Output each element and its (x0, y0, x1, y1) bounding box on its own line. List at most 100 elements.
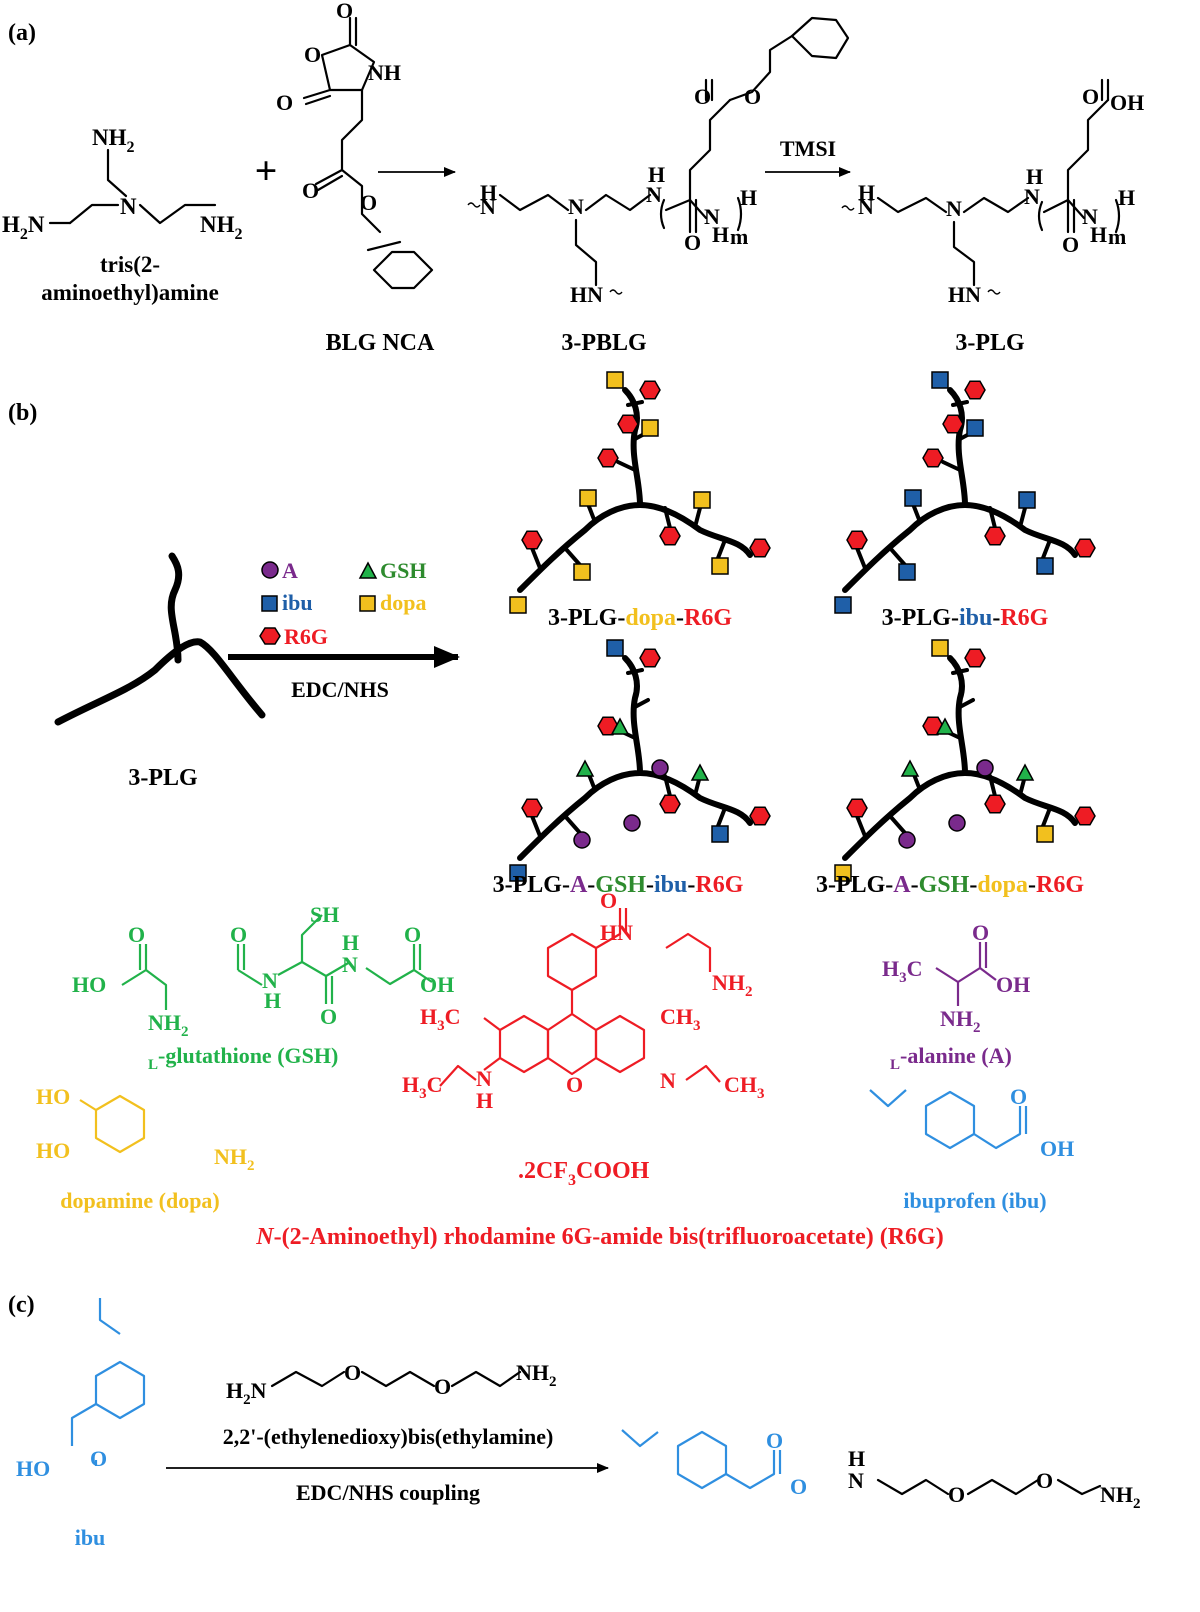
conjugate-stars (509, 371, 1096, 882)
tris-name-line1: tris(2- (100, 252, 160, 277)
svg-text:H3C: H3C (420, 1004, 461, 1034)
svg-text:H: H (648, 162, 665, 187)
plg-structure: H N N H N O N H H m O OH HN (841, 78, 1144, 307)
svg-text:NH2: NH2 (940, 1006, 981, 1036)
plus-sign: + (255, 148, 278, 193)
r6g-structure: O HN NH2 H3C CH3 O N H H3C N CH3 (402, 888, 765, 1113)
pblg-label: 3-PBLG (561, 330, 647, 356)
svg-text:N: N (120, 194, 137, 219)
blg-nca-structure: O O NH O O O (276, 0, 434, 290)
ibu-peg-product-structure: O O H N O O NH2 (621, 1428, 1141, 1512)
plg-label: 3-PLG (955, 330, 1025, 356)
svg-text:H: H (1090, 222, 1107, 247)
ibuprofen-structure: O OH (869, 1084, 1074, 1161)
svg-text:OH: OH (1110, 90, 1144, 115)
svg-text:N: N (848, 1468, 864, 1493)
svg-text:O: O (684, 230, 701, 255)
svg-text:dopa: dopa (380, 590, 426, 615)
diamine-name: 2,2'-(ethylenedioxy)bis(ethylamine) (223, 1424, 554, 1449)
svg-text:N: N (704, 204, 720, 229)
svg-text:O: O (230, 922, 247, 947)
svg-text:N: N (480, 194, 496, 219)
blg-nca-label: BLG NCA (326, 330, 435, 356)
panel-label-c: (c) (8, 1292, 35, 1318)
panel-label-a: (a) (8, 20, 36, 46)
dopa-marker-icon (359, 595, 376, 612)
alanine-structure: O H3C OH NH2 (882, 920, 1030, 1036)
svg-text:SH: SH (310, 902, 339, 927)
ibu-start-label: ibu (75, 1525, 106, 1550)
svg-text:NH2: NH2 (148, 1010, 189, 1040)
svg-text:OH: OH (996, 972, 1030, 997)
svg-text:O: O (434, 1374, 451, 1399)
ibu-start-structure: HO O (16, 1298, 146, 1481)
svg-text:HO: HO (16, 1456, 50, 1481)
alanine-marker-icon (261, 561, 279, 579)
svg-text:H3C: H3C (402, 1072, 443, 1102)
svg-text:H: H (848, 1446, 865, 1471)
svg-text:GSH: GSH (380, 558, 426, 583)
diamine-structure: H2N O O NH2 (226, 1360, 557, 1408)
alanine-name: L-alanine (A) (890, 1043, 1012, 1073)
svg-text:O: O (404, 922, 421, 947)
svg-text:O: O (744, 84, 761, 109)
marker-legend: A GSH ibu dopa R6G (259, 558, 426, 649)
svg-text:H: H (476, 1088, 493, 1113)
svg-text:HO: HO (72, 972, 106, 997)
r6g-salt-label: .2CF3COOH (518, 1158, 650, 1189)
svg-text:O: O (302, 178, 319, 203)
svg-text:H3C: H3C (882, 956, 923, 986)
svg-text:N: N (858, 194, 874, 219)
svg-text:A: A (282, 558, 298, 583)
svg-text:N: N (1024, 184, 1040, 209)
svg-text:O: O (276, 90, 293, 115)
svg-text:HN: HN (570, 282, 603, 307)
svg-text:O: O (320, 1004, 337, 1029)
svg-text:O: O (948, 1482, 965, 1507)
svg-text:OH: OH (420, 972, 454, 997)
svg-text:O: O (1036, 1468, 1053, 1493)
star-a-gsh-dopa-r6g (834, 639, 1096, 882)
product-label-dopa-r6g: 3-PLG-dopa-R6G (548, 605, 732, 631)
plg-star-polymer (54, 552, 266, 726)
svg-text:O: O (1010, 1084, 1027, 1109)
dopamine-structure: HO HO NH2 (36, 1084, 255, 1174)
product-label-ibu-r6g: 3-PLG-ibu-R6G (882, 605, 1049, 631)
svg-text:HO: HO (36, 1084, 70, 1109)
edc-nhs-label: EDC/NHS (291, 677, 389, 702)
star-ibu-r6g (834, 371, 1096, 614)
svg-text:O: O (304, 42, 321, 67)
svg-text:H: H (264, 988, 281, 1013)
glutathione-structure: O HO NH2 O N H SH O H N O OH (72, 902, 454, 1040)
svg-text:O: O (790, 1474, 807, 1499)
svg-text:HO: HO (36, 1138, 70, 1163)
product-label-a-gsh-dopa-r6g: 3-PLG-A-GSH-dopa-R6G (816, 872, 1084, 898)
coupling-label: EDC/NHS coupling (296, 1480, 480, 1505)
svg-text:CH3: CH3 (724, 1072, 765, 1102)
dopamine-name: dopamine (dopa) (60, 1188, 220, 1213)
svg-text:N: N (646, 182, 662, 207)
svg-text:m: m (730, 224, 748, 249)
svg-text:OH: OH (1040, 1136, 1074, 1161)
svg-text:O: O (566, 1072, 583, 1097)
star-dopa-r6g (509, 371, 771, 614)
tmsi-label: TMSI (780, 136, 836, 161)
tris-name-line2: aminoethyl)amine (41, 280, 219, 305)
svg-text:N: N (568, 194, 584, 219)
svg-text:NH2: NH2 (516, 1360, 557, 1390)
svg-text:H: H (480, 180, 497, 205)
svg-text:N: N (1082, 204, 1098, 229)
svg-text:H: H (1118, 185, 1135, 210)
tris-aminoethylamine-structure: NH2 N H2N NH2 (2, 125, 243, 243)
svg-text:O: O (90, 1446, 107, 1471)
svg-text:O: O (766, 1428, 783, 1453)
svg-text:NH2: NH2 (200, 212, 243, 243)
svg-text:O: O (972, 920, 989, 945)
r6g-full-name: N-(2-Aminoethyl) rhodamine 6G-amide bis(… (255, 1224, 943, 1250)
svg-text:R6G: R6G (284, 624, 328, 649)
svg-text:O: O (336, 0, 353, 23)
svg-text:O: O (694, 84, 711, 109)
ibu-marker-icon (261, 595, 278, 612)
ibuprofen-name: ibuprofen (ibu) (903, 1188, 1046, 1213)
